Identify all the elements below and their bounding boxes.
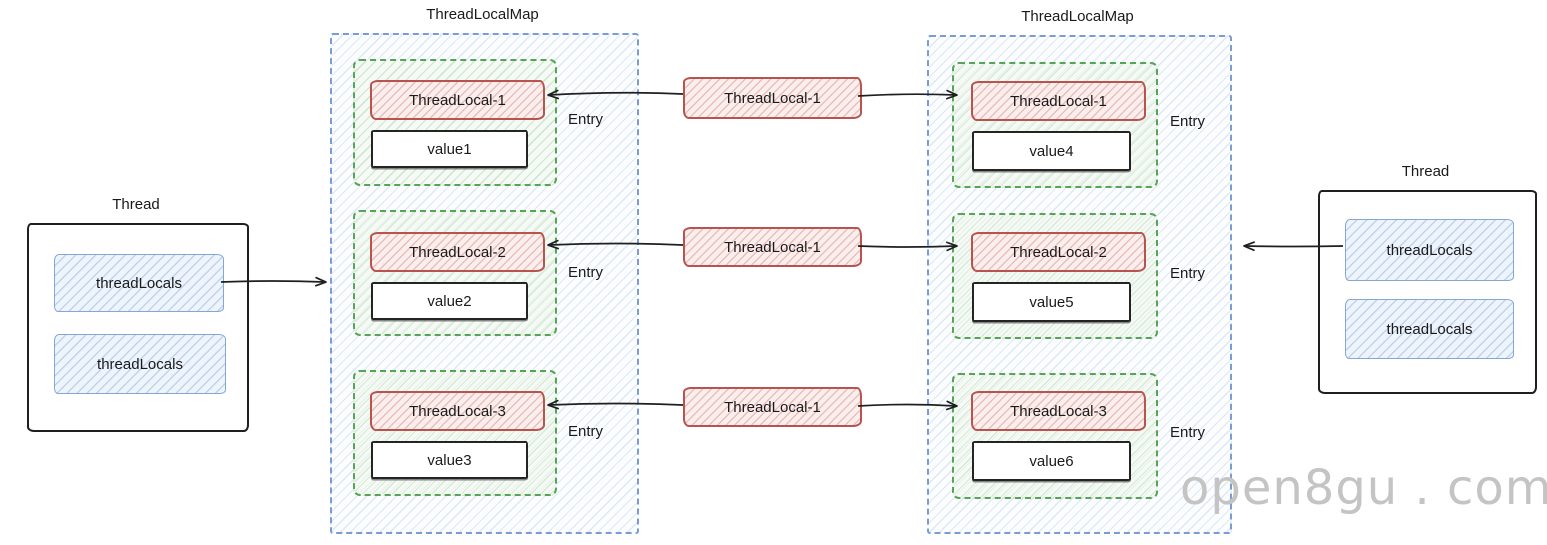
watermark-text: open8gu . com: [1180, 460, 1547, 516]
right-map-entry-3-key: ThreadLocal-3: [971, 391, 1146, 431]
left-map-entry-3: ThreadLocal-3 value3: [353, 370, 557, 496]
connector-threadlocal-row-3: ThreadLocal-1: [683, 387, 862, 427]
left-thread-field-threadlocals-2: threadLocals: [54, 334, 226, 394]
left-map-entry-2-label: Entry: [568, 264, 604, 281]
right-map-entry-1-key: ThreadLocal-1: [971, 81, 1146, 121]
left-thread-title: Thread: [112, 196, 160, 213]
right-map-entry-2-value: value5: [972, 282, 1131, 322]
right-thread-field-threadlocals-2: threadLocals: [1345, 299, 1514, 359]
left-map-entry-3-key: ThreadLocal-3: [370, 391, 545, 431]
connector-threadlocal-row-2: ThreadLocal-1: [683, 227, 862, 267]
left-map-entry-2-value: value2: [371, 282, 528, 320]
right-map-container: ThreadLocal-1 value4 Entry ThreadLocal-2…: [927, 35, 1232, 534]
left-map-entry-3-value: value3: [371, 441, 528, 479]
left-map-entry-1-value: value1: [371, 130, 528, 168]
left-map-entry-2: ThreadLocal-2 value2: [353, 210, 557, 336]
left-map-entry-1: ThreadLocal-1 value1: [353, 59, 557, 186]
right-thread-title: Thread: [1401, 163, 1450, 180]
left-map-entry-1-label: Entry: [568, 111, 604, 128]
right-map-entry-3-label: Entry: [1170, 424, 1206, 441]
left-map-entry-2-key: ThreadLocal-2: [370, 232, 545, 272]
left-map-title: ThreadLocalMap: [426, 6, 539, 23]
right-map-title: ThreadLocalMap: [1021, 8, 1134, 25]
right-map-entry-2-key: ThreadLocal-2: [971, 232, 1146, 272]
left-thread-field-threadlocals-1: threadLocals: [54, 254, 224, 312]
left-thread-box: threadLocals threadLocals: [27, 223, 249, 432]
right-map-entry-1: ThreadLocal-1 value4: [952, 62, 1158, 188]
right-map-entry-2: ThreadLocal-2 value5: [952, 213, 1158, 339]
right-thread-field-threadlocals-1: threadLocals: [1345, 219, 1514, 281]
left-map-entry-1-key: ThreadLocal-1: [370, 80, 545, 120]
left-map-entry-3-label: Entry: [568, 423, 604, 440]
right-thread-box: threadLocals threadLocals: [1318, 190, 1537, 394]
connector-threadlocal-row-1: ThreadLocal-1: [683, 77, 862, 119]
right-map-entry-3-value: value6: [972, 441, 1131, 481]
right-map-entry-1-label: Entry: [1170, 113, 1206, 130]
left-map-container: ThreadLocal-1 value1 Entry ThreadLocal-2…: [330, 33, 639, 534]
right-map-entry-3: ThreadLocal-3 value6: [952, 373, 1158, 499]
right-map-entry-2-label: Entry: [1170, 265, 1206, 282]
right-map-entry-1-value: value4: [972, 131, 1131, 171]
